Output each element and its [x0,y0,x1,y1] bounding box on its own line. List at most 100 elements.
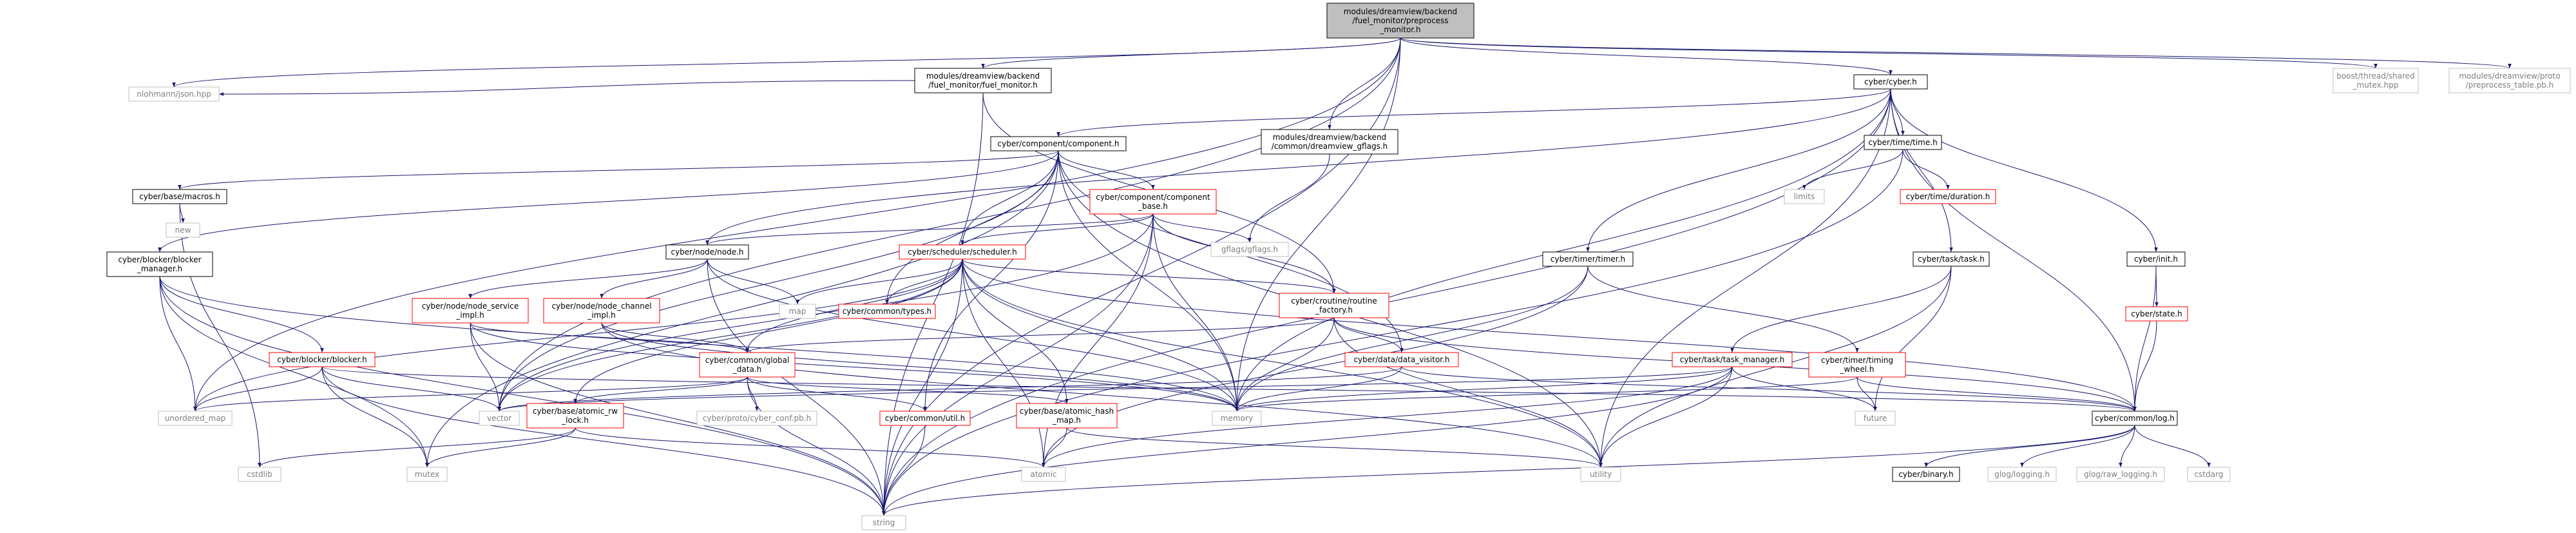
edge-global_data-to-string [747,376,886,516]
edge-routine_factory-to-memory [1235,317,1335,412]
node-macros[interactable]: cyber/base/macros.h [132,189,227,204]
edge-scheduler-to-map [796,258,963,305]
node-fuel-monitor[interactable]: modules/dreamview/backend/fuel_monitor/f… [914,68,1052,93]
node-duration[interactable]: cyber/time/duration.h [1900,189,1996,204]
edge-time_h-to-duration [1902,149,1950,190]
node-box [543,298,660,324]
node-box [779,304,816,319]
node-label-line: cyber/state.h [2131,309,2182,318]
node-box [1580,467,1621,482]
node-routine-factory[interactable]: cyber/croutine/routine_factory.h [1279,293,1389,318]
node-box [132,189,227,204]
edge-component-to-scheduler [960,150,1059,246]
edge-scheduler-to-atomic_rw_lock [573,258,963,404]
node-box [1892,467,1960,482]
node-box [914,68,1052,93]
node-node-channel[interactable]: cyber/node/node_channel_impl.h [543,298,660,324]
node-util-h[interactable]: cyber/common/util.h [879,411,971,426]
edge-task_manager-to-future [1732,366,1877,412]
edge-node_h-to-node_service [468,258,708,299]
edge-scheduler-to-string [882,258,963,516]
node-label-line: cyber/croutine/routine [1291,296,1377,305]
node-task-manager[interactable]: cyber/task/task_manager.h [1672,352,1793,367]
node-label-line: _factory.h [1315,305,1353,315]
edge-log_h-to-glog [2020,425,2135,468]
edge-component-to-macros [178,150,1059,190]
edge-log_h-to-string [882,425,2135,516]
node-box [406,467,448,482]
node-label-line: cyber/common/types.h [843,307,931,316]
edge-atomic_rw_lock-to-mutex [425,427,576,468]
edge-root-to-shared_mutex [1400,37,2378,69]
node-component[interactable]: cyber/component/component.h [990,136,1127,151]
edge-log_h-to-binary [1924,425,2135,468]
edge-component-to-vector [497,150,1059,412]
node-data-visitor[interactable]: cyber/data/data_visitor.h [1344,352,1459,367]
node-label-line: nlohmann/json.hpp [137,90,211,99]
edge-timing_wheel-to-future [1856,376,1877,412]
node-node-h[interactable]: cyber/node/node.h [665,244,749,260]
node-label-line: atomic [1030,470,1056,479]
node-label-line: modules/dreamview/backend [1273,133,1386,142]
node-atomic-rw-lock[interactable]: cyber/base/atomic_rw_lock.h [526,403,624,429]
edge-component_base-to-node_h [705,213,1154,246]
node-component-base[interactable]: cyber/component/component_base.h [1089,189,1217,215]
edge-atomic_rw_lock-to-cstdlib [258,427,576,468]
node-types[interactable]: cyber/common/types.h [838,304,936,319]
node-label-line: _wheel.h [1840,365,1875,374]
edge-component_base-to-gflags [1152,213,1252,243]
node-gflags-h[interactable]: modules/dreamview/backend/common/dreamvi… [1261,129,1398,155]
node-box [1016,403,1118,429]
node-box [526,403,624,429]
node-box [2076,467,2165,482]
node-timer-h[interactable]: cyber/timer/timer.h [1542,251,1634,267]
edge-root-to-memory [1235,37,1401,412]
edge-cyber_h-to-timer_h [1586,88,1891,253]
node-label-line: /preprocess_table.pb.h [2466,81,2554,90]
edge-component-to-mutex [425,150,1059,468]
node-label-line: modules/dreamview/proto [2459,72,2560,81]
node-box [269,352,376,367]
node-new: new [166,222,200,238]
node-binary[interactable]: cyber/binary.h [1892,467,1960,482]
node-label-line: cyber/task/task.h [1918,255,1985,264]
node-label-line: _data.h [732,365,761,374]
edge-timing_wheel-to-memory [1235,376,1858,412]
edge-atomic_hash_map-to-utility [1066,427,1603,468]
node-log-h[interactable]: cyber/common/log.h [2092,411,2178,426]
node-cstdlib: cstdlib [238,467,281,482]
node-label-line: glog/raw_logging.h [2084,470,2157,479]
node-label-line: cyber/common/util.h [885,414,965,423]
node-init-h[interactable]: cyber/init.h [2126,251,2186,267]
node-time-h[interactable]: cyber/time/time.h [1864,135,1942,150]
node-blocker-manager[interactable]: cyber/blocker/blocker_manager.h [106,251,213,277]
node-label-line: string [873,518,895,527]
node-timing-wheel[interactable]: cyber/timer/timing_wheel.h [1808,352,1906,378]
node-label-line: _mutex.hpp [2352,81,2399,90]
edge-component-to-memory [1058,150,1239,412]
node-unordered-map: unordered_map [158,411,233,426]
edge-macros-to-cstdlib [179,203,262,468]
node-box [699,352,796,378]
node-blocker-h[interactable]: cyber/blocker/blocker.h [269,352,376,367]
node-utility: utility [1580,467,1621,482]
node-label-line: _lock.h [561,416,589,425]
node-box [879,411,971,426]
node-global-data[interactable]: cyber/common/global_data.h [699,352,796,378]
node-label-line: cyber/cyber.h [1864,77,1917,86]
node-root[interactable]: modules/dreamview/backend/fuel_monitor/p… [1326,3,1474,39]
node-box [2187,467,2231,482]
edge-component-to-util_h [923,150,1059,412]
node-task-h[interactable]: cyber/task/task.h [1913,251,1990,267]
node-cyber-h[interactable]: cyber/cyber.h [1853,74,1928,90]
node-box [1021,467,1066,482]
node-state-h[interactable]: cyber/state.h [2125,306,2188,322]
edge-cyber_h-to-utility [1599,88,1891,468]
node-atomic-hash-map[interactable]: cyber/base/atomic_hash_map.h [1016,403,1118,429]
edge-node_service-to-global_data [470,322,749,353]
node-atomic: atomic [1021,467,1066,482]
edge-scheduler-to-atomic [962,258,1045,468]
node-scheduler[interactable]: cyber/scheduler/scheduler.h [899,244,1026,260]
node-node-service[interactable]: cyber/node/node_service_impl.h [412,298,529,324]
node-box [2448,68,2571,93]
